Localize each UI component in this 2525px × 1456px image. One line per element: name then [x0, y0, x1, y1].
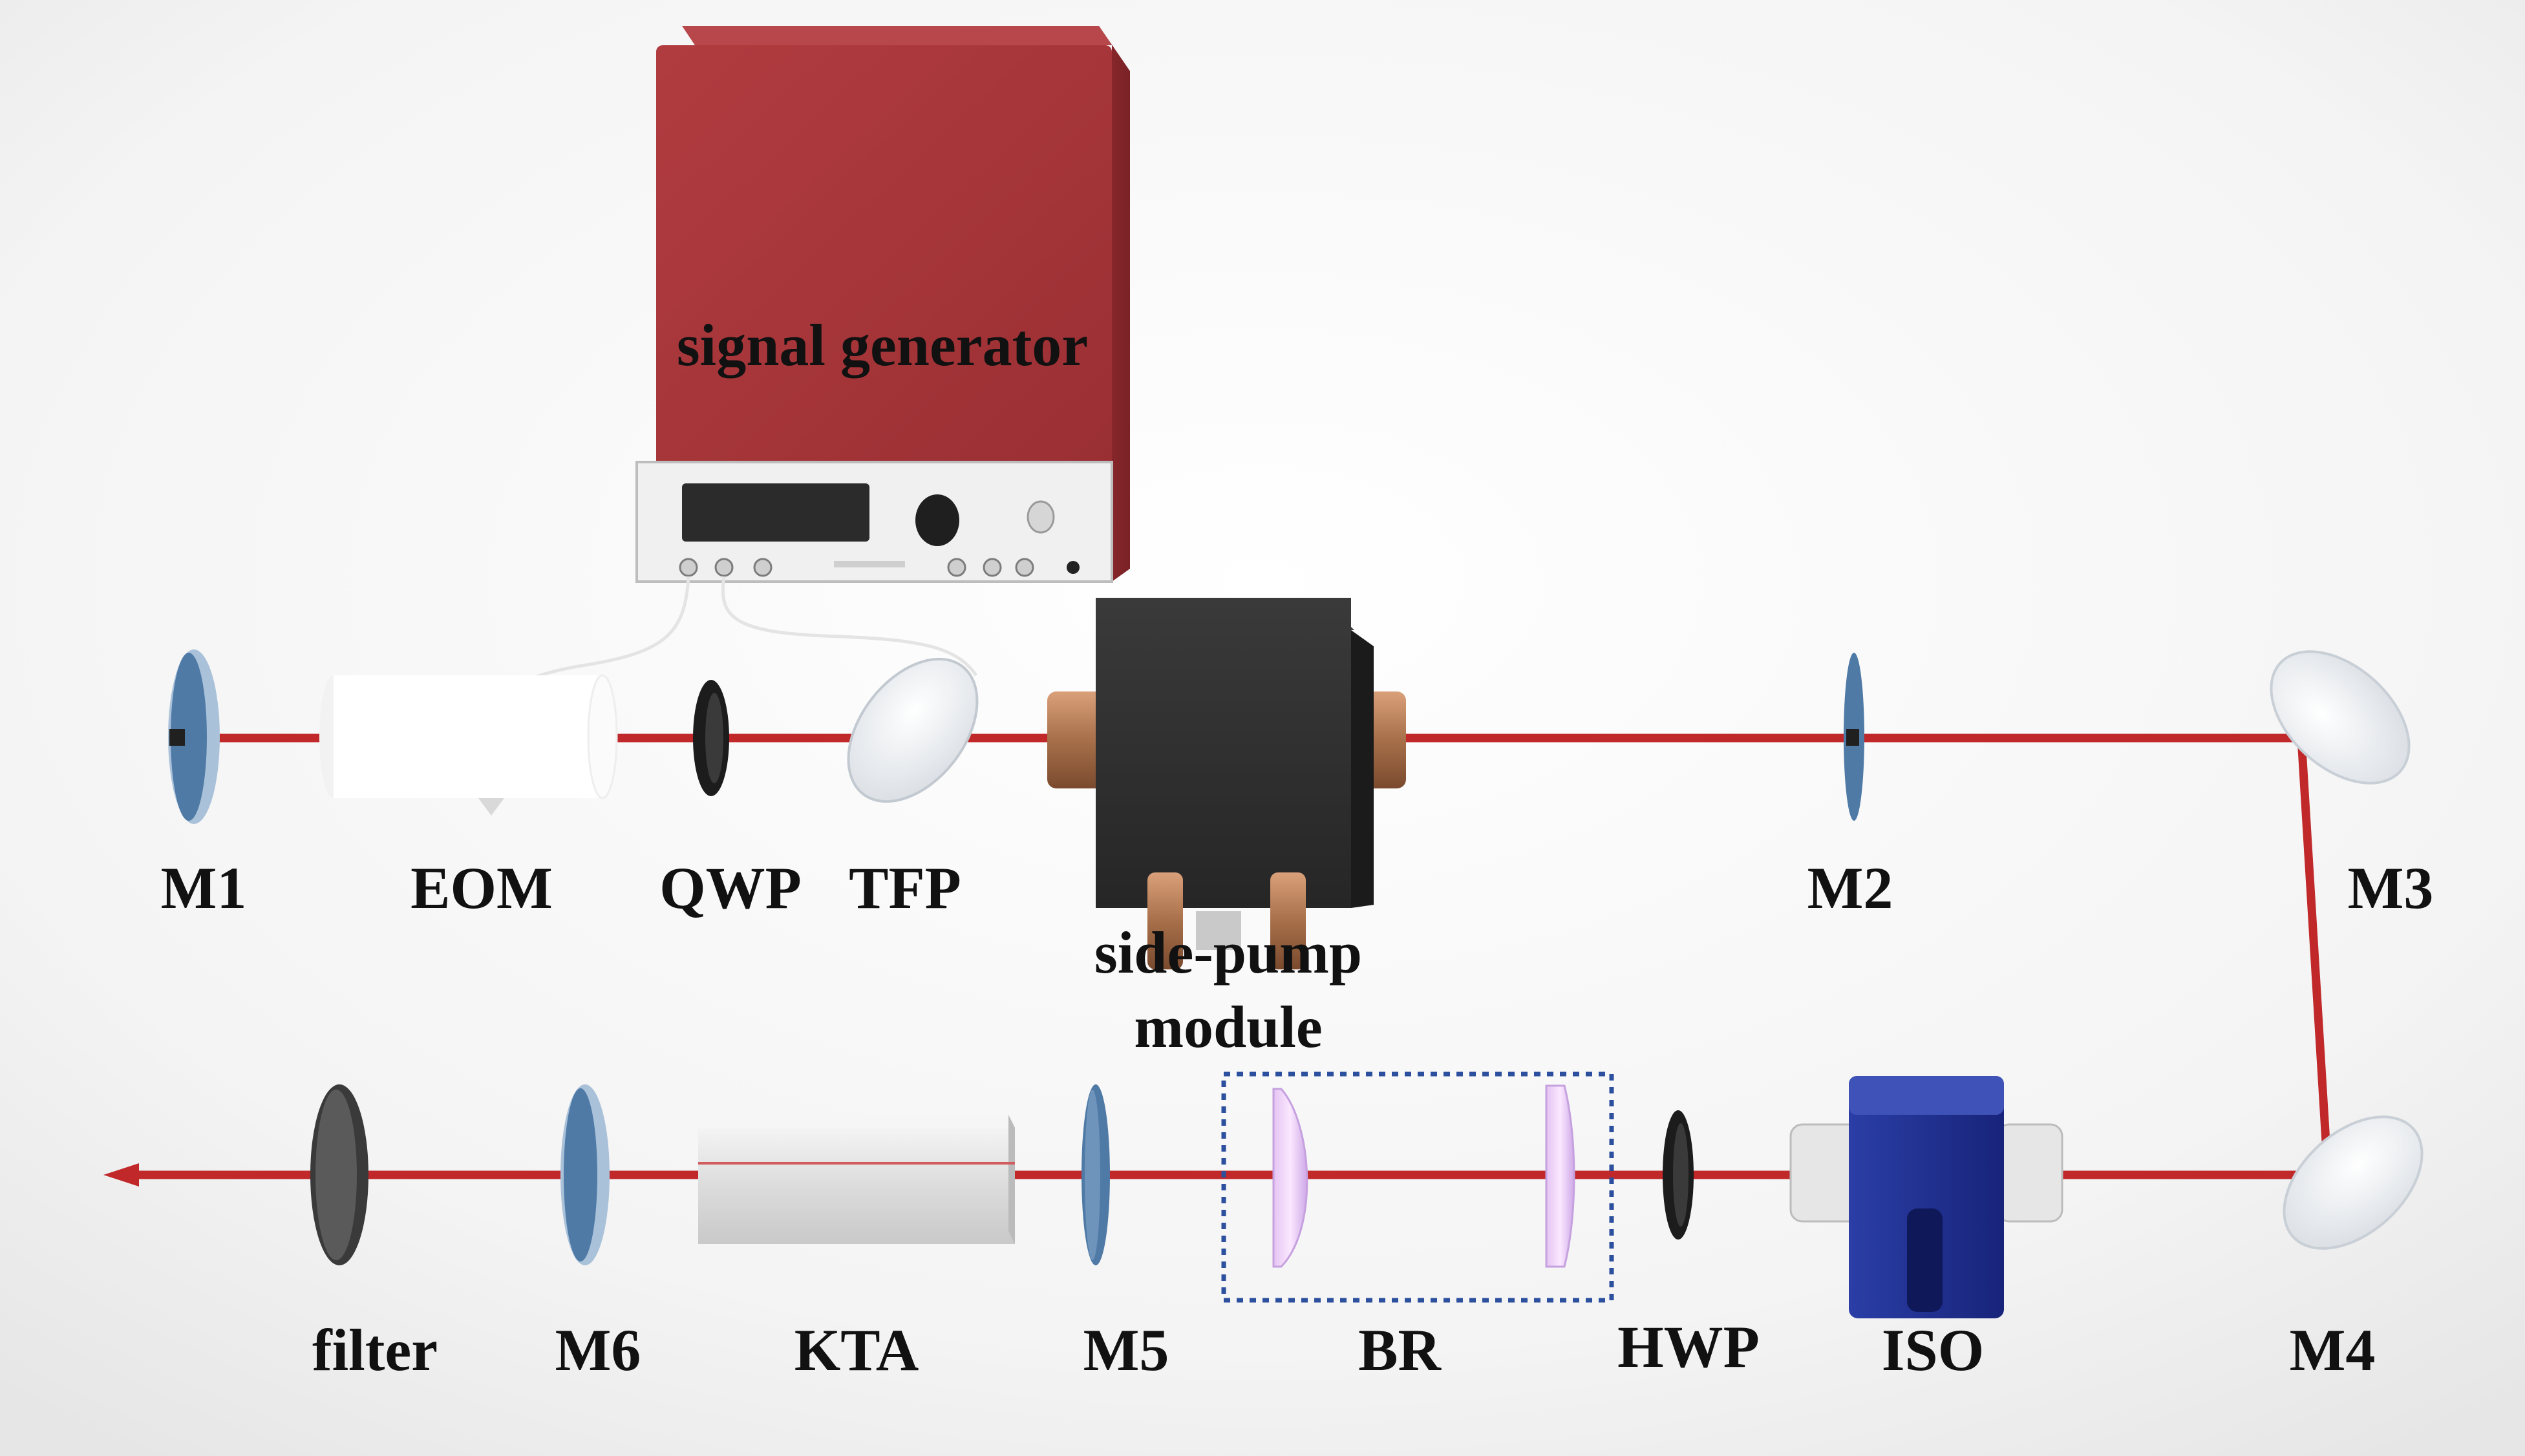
label-module: module	[1134, 994, 1322, 1060]
label-m3: M3	[2348, 855, 2434, 921]
signal-generator	[635, 26, 1130, 583]
label-m6: M6	[555, 1317, 641, 1383]
crystal-kta	[698, 1115, 1015, 1244]
label-br: BR	[1358, 1317, 1442, 1383]
label-kta: KTA	[794, 1317, 919, 1383]
label-iso: ISO	[1882, 1317, 1985, 1383]
label-hwp: HWP	[1617, 1314, 1760, 1380]
filter	[310, 1084, 368, 1265]
label-side-pump: side-pump	[1094, 920, 1362, 986]
generator-knob	[915, 494, 959, 546]
label-m5: M5	[1083, 1317, 1169, 1383]
label-tfp: TFP	[849, 855, 961, 921]
labels: signal generator M1 EOM QWP TFP side-pum…	[161, 312, 2434, 1383]
mirror-m6	[560, 1084, 610, 1265]
birefringent-filter-br	[1221, 1071, 1614, 1303]
label-m4: M4	[2290, 1317, 2376, 1383]
label-m1: M1	[161, 855, 247, 921]
mirror-m2	[1844, 653, 1864, 821]
label-eom: EOM	[410, 855, 553, 921]
br-dashed-box	[1221, 1071, 1614, 1303]
eom	[319, 674, 618, 816]
mirror-m4	[2283, 1115, 2424, 1250]
label-qwp: QWP	[659, 855, 802, 921]
label-filter: filter	[312, 1317, 438, 1383]
mirror-m5	[1081, 1084, 1110, 1265]
mirror-m3	[2270, 650, 2411, 785]
waveplate-hwp	[1663, 1110, 1694, 1240]
waveplate-qwp	[693, 680, 729, 796]
output-arrow	[103, 1163, 139, 1187]
isolator-iso	[1789, 1076, 2063, 1318]
label-signal-generator: signal generator	[677, 312, 1088, 378]
label-m2: M2	[1807, 855, 1893, 921]
side-pump-module	[1047, 598, 1406, 969]
mirror-m1	[168, 649, 220, 824]
generator-display	[682, 483, 869, 542]
polarizer-tfp	[847, 657, 979, 803]
